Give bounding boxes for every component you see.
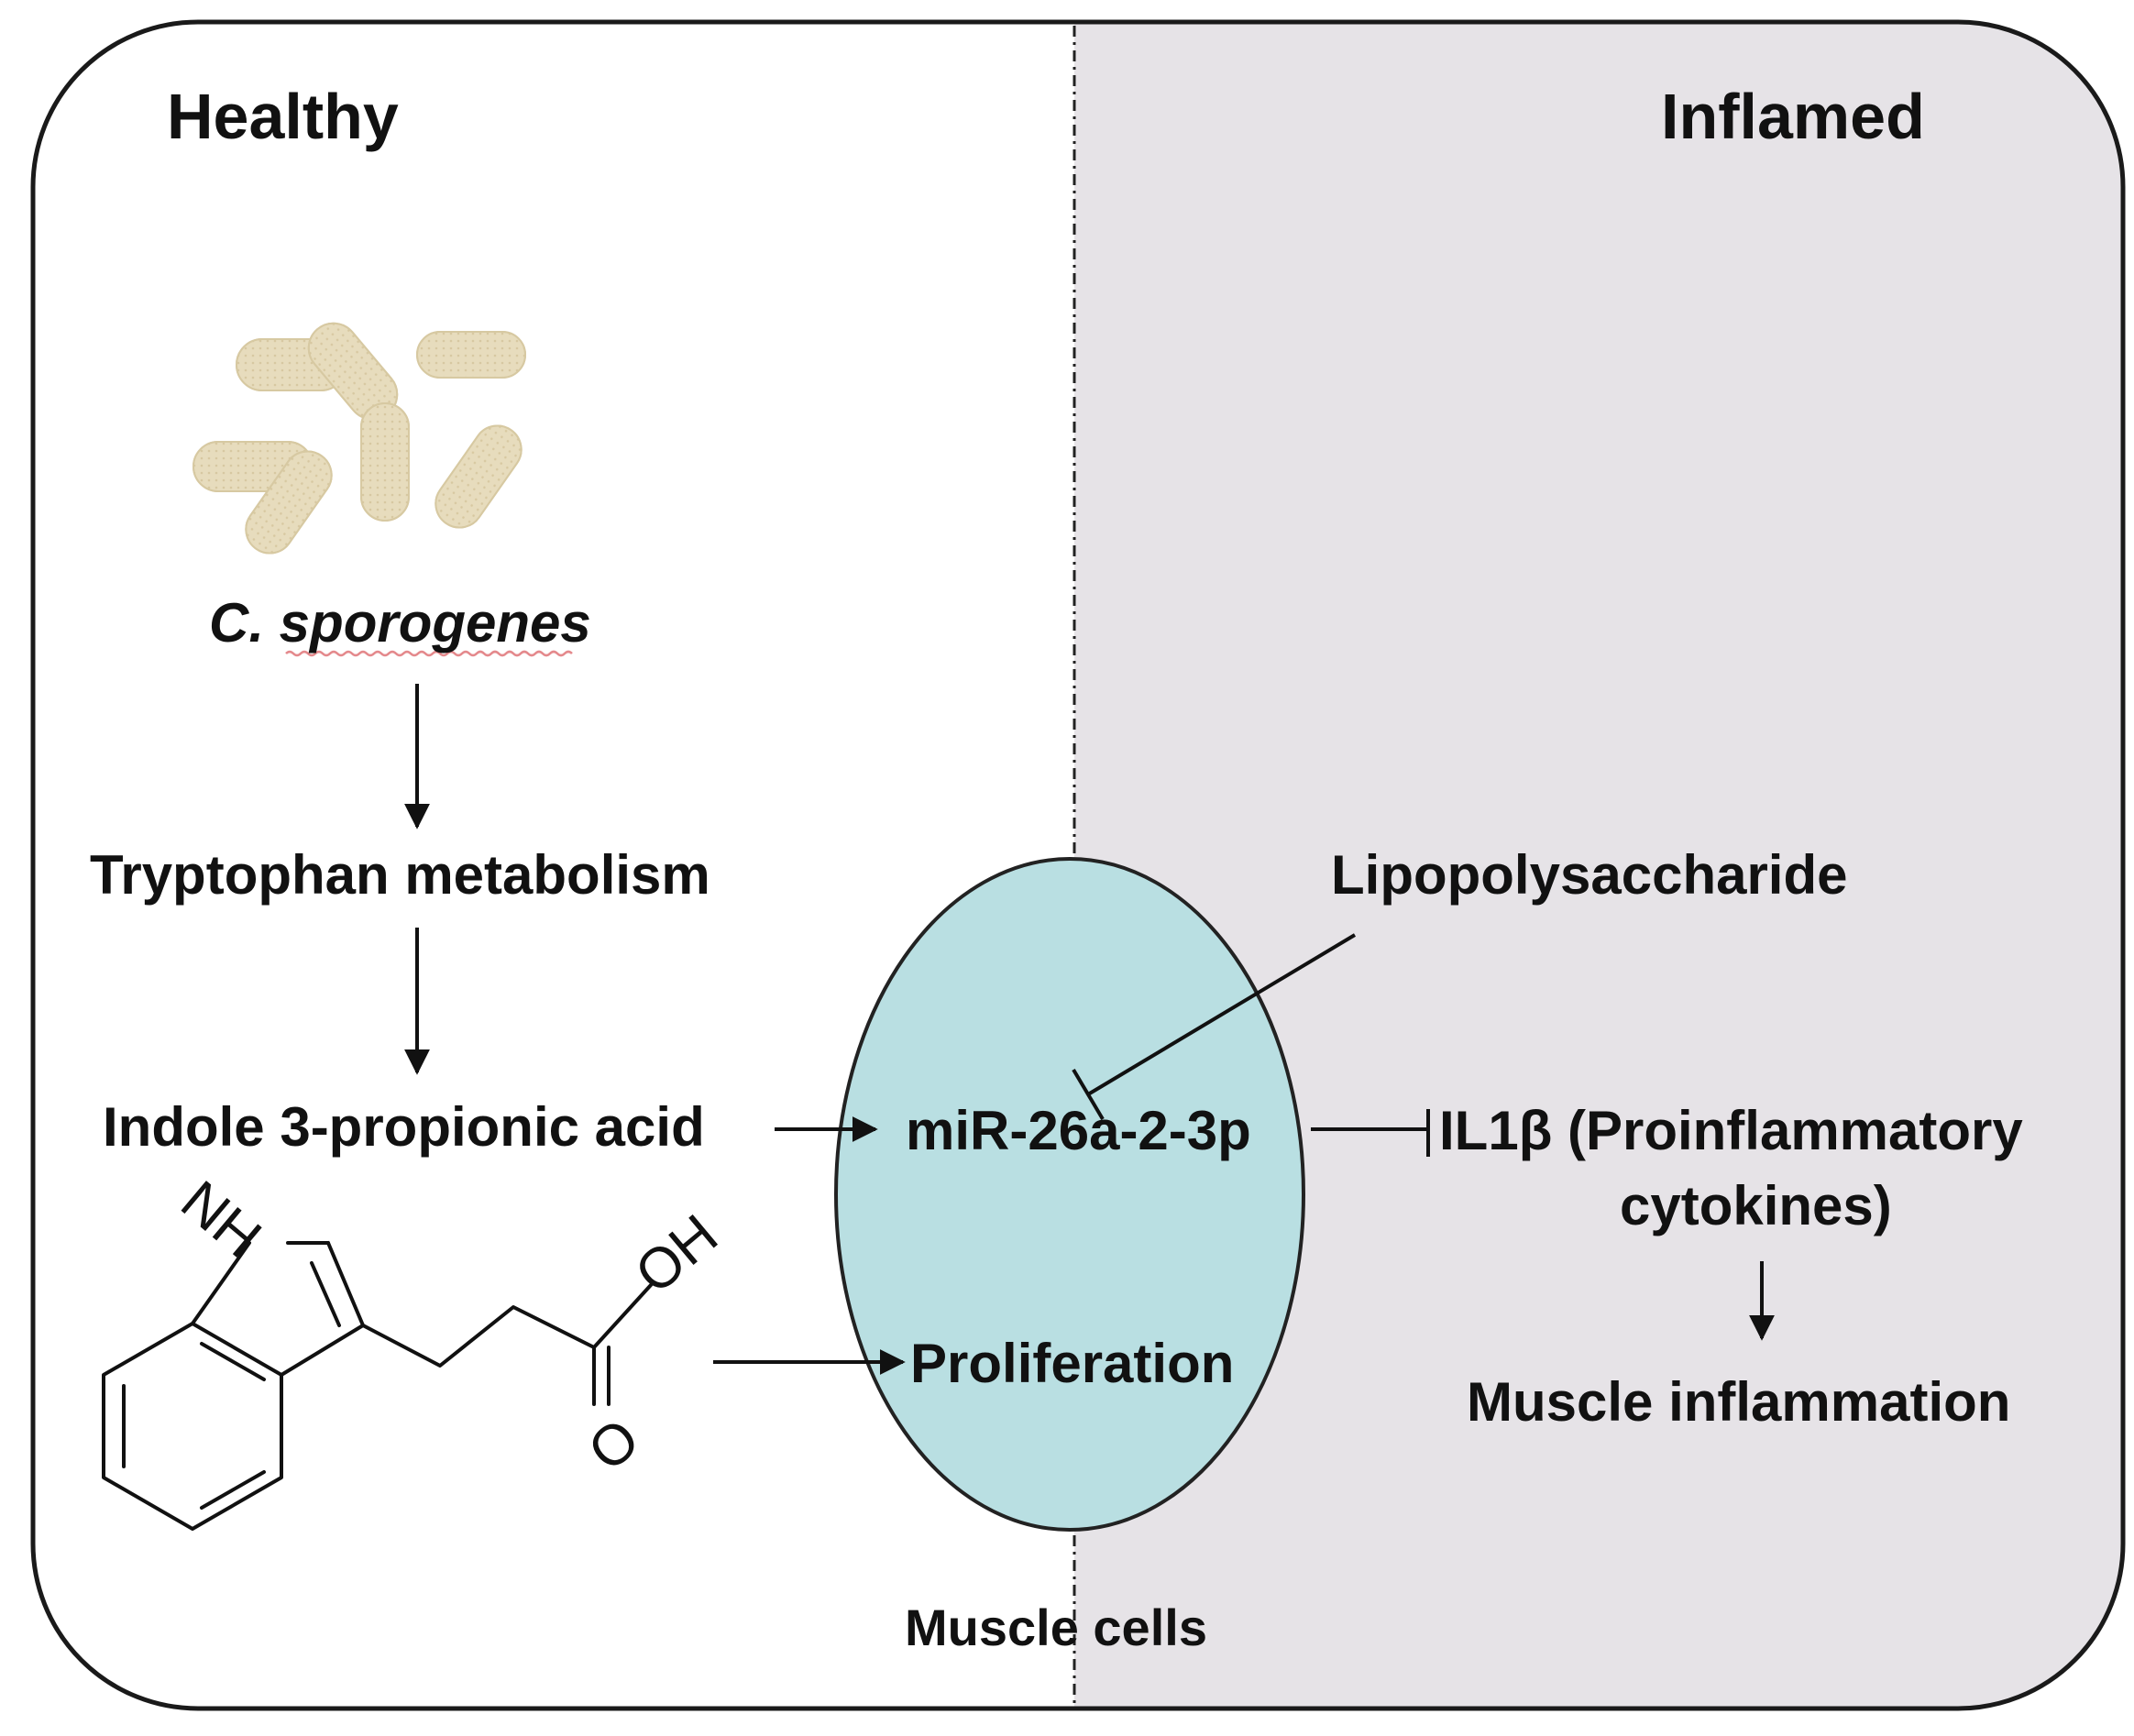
muscle-inflammation-label: Muscle inflammation: [1467, 1371, 2011, 1433]
il1b-label-line2: cytokines): [1620, 1175, 1892, 1236]
proliferation-label: Proliferation: [910, 1333, 1235, 1394]
bacteria-label: C. sporogenes: [209, 592, 591, 654]
healthy-panel-title: Healthy: [167, 81, 399, 152]
il1b-label-line1: IL1β (Proinflammatory: [1439, 1100, 2023, 1161]
inhibition-mirna-to-il1b: [1311, 1109, 1430, 1157]
ipa-molecule-structure: [102, 1241, 653, 1531]
indole-propionic-acid-label: Indole 3-propionic acid: [103, 1096, 705, 1158]
tryptophan-metabolism-label: Tryptophan metabolism: [90, 844, 710, 906]
outer-frame: [30, 19, 2126, 1711]
bacteria-icon: [192, 322, 526, 555]
muscle-cell-ellipse: [834, 857, 1305, 1532]
inflamed-panel-title: Inflamed: [1661, 81, 1925, 152]
lipopolysaccharide-label: Lipopolysaccharide: [1331, 844, 1848, 906]
spellcheck-underline: [285, 650, 573, 657]
inflamed-panel: [1074, 22, 2123, 1709]
inhibition-lps-to-mirna: [1072, 933, 1357, 1121]
mirna-label: miR-26a-2-3p: [906, 1100, 1251, 1161]
muscle-cells-label: Muscle cells: [905, 1599, 1207, 1656]
